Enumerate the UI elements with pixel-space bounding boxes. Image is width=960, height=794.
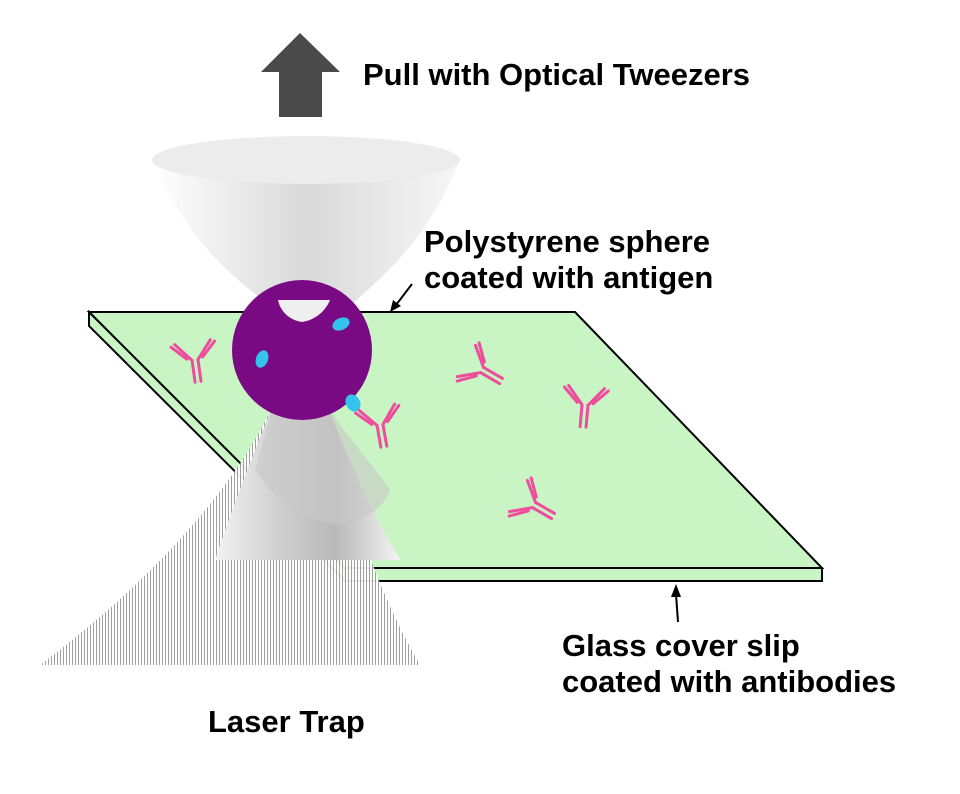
glass-label: Glass cover slip coated with antibodies xyxy=(562,628,896,700)
polystyrene-sphere xyxy=(232,280,372,420)
pull-label-text: Pull with Optical Tweezers xyxy=(363,57,751,92)
glass-pointer-arrow xyxy=(671,584,681,623)
laser-label: Laser Trap xyxy=(208,704,365,740)
laser-beam-lower-cone xyxy=(40,400,420,665)
glass-label-line1: Glass cover slip xyxy=(562,628,800,663)
sphere-pointer-arrow xyxy=(390,283,413,312)
y-antibody-icon xyxy=(169,338,217,384)
y-antibody-icon xyxy=(354,402,401,449)
up-arrow-icon xyxy=(261,33,340,117)
antigen-dot xyxy=(255,350,269,368)
y-antibody-icon xyxy=(455,341,505,386)
sphere-label-line2: coated with antigen xyxy=(424,260,714,295)
sphere-label: Polystyrene sphere coated with antigen xyxy=(424,224,713,296)
y-antibody-icon xyxy=(562,383,610,429)
glass-label-line2: coated with antibodies xyxy=(562,664,897,699)
antigen-dot xyxy=(332,317,350,331)
laser-beam-upper-cone xyxy=(152,136,460,318)
pull-label: Pull with Optical Tweezers xyxy=(363,57,750,93)
antibodies-group xyxy=(169,338,610,521)
sphere-label-line1: Polystyrene sphere xyxy=(424,224,711,259)
y-antibody-icon xyxy=(507,476,557,521)
laser-label-text: Laser Trap xyxy=(208,704,365,739)
antigen-dot xyxy=(345,394,361,412)
